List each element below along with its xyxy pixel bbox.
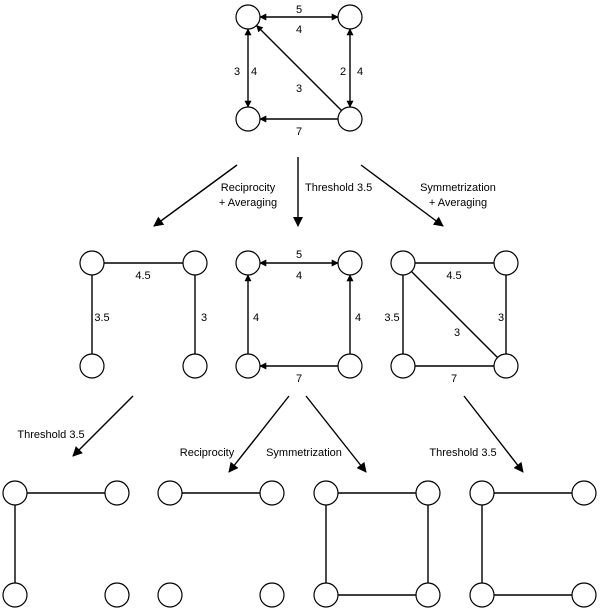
node-br — [337, 106, 363, 132]
node-bl — [79, 353, 105, 379]
node-tr — [571, 480, 597, 506]
label-reciprocity: Reciprocity — [180, 447, 235, 459]
label-symmetrization: Symmetrization — [420, 182, 496, 194]
node-br — [493, 353, 519, 379]
node-bl — [157, 582, 183, 608]
label-averaging: + Averaging — [429, 197, 487, 209]
arrow-threshold-right — [463, 395, 524, 473]
edge-weight-label: 4 — [253, 312, 259, 324]
edge-weight-label: 7 — [296, 373, 302, 385]
graph-reciprocity-averaging: 4.5 3.5 3 — [79, 250, 208, 379]
transformation-arrows — [72, 157, 524, 473]
edge-weight-label: 3 — [201, 312, 207, 324]
arrow-reciprocity-averaging — [153, 164, 238, 227]
edge-weight-label: 4 — [357, 66, 363, 78]
arrow-symmetrization-averaging — [360, 164, 444, 227]
edge-weight-label: 4 — [355, 312, 361, 324]
node-br — [104, 582, 130, 608]
label-reciprocity: Reciprocity — [221, 182, 276, 194]
node-tl — [235, 250, 261, 276]
node-tl — [469, 480, 495, 506]
label-threshold: Threshold 3.5 — [305, 182, 372, 194]
node-tr — [337, 4, 363, 30]
edge-weight-label: 7 — [451, 373, 457, 385]
edge-weight-label: 7 — [296, 126, 302, 138]
node-bl — [469, 582, 495, 608]
edge-weight-label: 4.5 — [135, 270, 150, 282]
edge-weight-label: 3 — [454, 327, 460, 339]
node-bl — [235, 106, 261, 132]
edge-weight-label: 3 — [498, 312, 504, 324]
edge-weight-label: 4 — [296, 270, 302, 282]
node-br — [337, 353, 363, 379]
node-br — [415, 582, 441, 608]
graph-symmetrization-of-threshold — [313, 480, 441, 608]
graph-threshold-of-reciprocity-averaging — [2, 480, 130, 608]
arrow-reciprocity — [228, 395, 290, 473]
node-tr — [259, 480, 285, 506]
node-tl — [79, 250, 105, 276]
edge-weight-label: 3 — [296, 83, 302, 95]
node-tr — [337, 250, 363, 276]
label-threshold: Threshold 3.5 — [429, 447, 496, 459]
edge-weight-label: 3.5 — [94, 312, 109, 324]
edge-weight-label: 3 — [234, 66, 240, 78]
arrow-symmetrization — [305, 395, 367, 473]
transformation-labels: Reciprocity + Averaging Threshold 3.5 Sy… — [17, 182, 496, 459]
edge-br-tl — [255, 24, 343, 112]
node-br — [182, 353, 208, 379]
node-br — [259, 582, 285, 608]
node-tr — [493, 250, 519, 276]
edge-weight-label: 2 — [340, 66, 346, 78]
node-tr — [415, 480, 441, 506]
edge-weight-label: 5 — [296, 249, 302, 261]
graph-threshold-of-symmetrization-averaging — [469, 480, 597, 608]
node-bl — [313, 582, 339, 608]
node-tl — [157, 480, 183, 506]
edge-weight-label: 4.5 — [446, 270, 461, 282]
edge-weight-label: 4 — [296, 24, 302, 36]
label-threshold: Threshold 3.5 — [17, 429, 84, 441]
node-tr — [182, 250, 208, 276]
edge-weight-label: 4 — [251, 66, 257, 78]
arrow-threshold-left — [72, 395, 134, 457]
node-tl — [235, 4, 261, 30]
node-tl — [390, 250, 416, 276]
node-tr — [104, 480, 130, 506]
edge-weight-label: 5 — [296, 4, 302, 16]
node-tl — [313, 480, 339, 506]
label-averaging: + Averaging — [219, 197, 277, 209]
graph-reciprocity-of-threshold — [157, 480, 285, 608]
node-br — [571, 582, 597, 608]
node-bl — [2, 582, 28, 608]
node-bl — [235, 353, 261, 379]
node-bl — [390, 353, 416, 379]
graph-symmetrization-averaging: 4.5 3.5 3 3 7 — [384, 250, 519, 385]
node-tl — [2, 480, 28, 506]
edge-weight-label: 3.5 — [384, 312, 399, 324]
edge-tl-br — [410, 270, 499, 359]
label-symmetrization: Symmetrization — [266, 447, 342, 459]
graph-threshold-3-5: 5 4 4 4 7 — [235, 249, 363, 385]
